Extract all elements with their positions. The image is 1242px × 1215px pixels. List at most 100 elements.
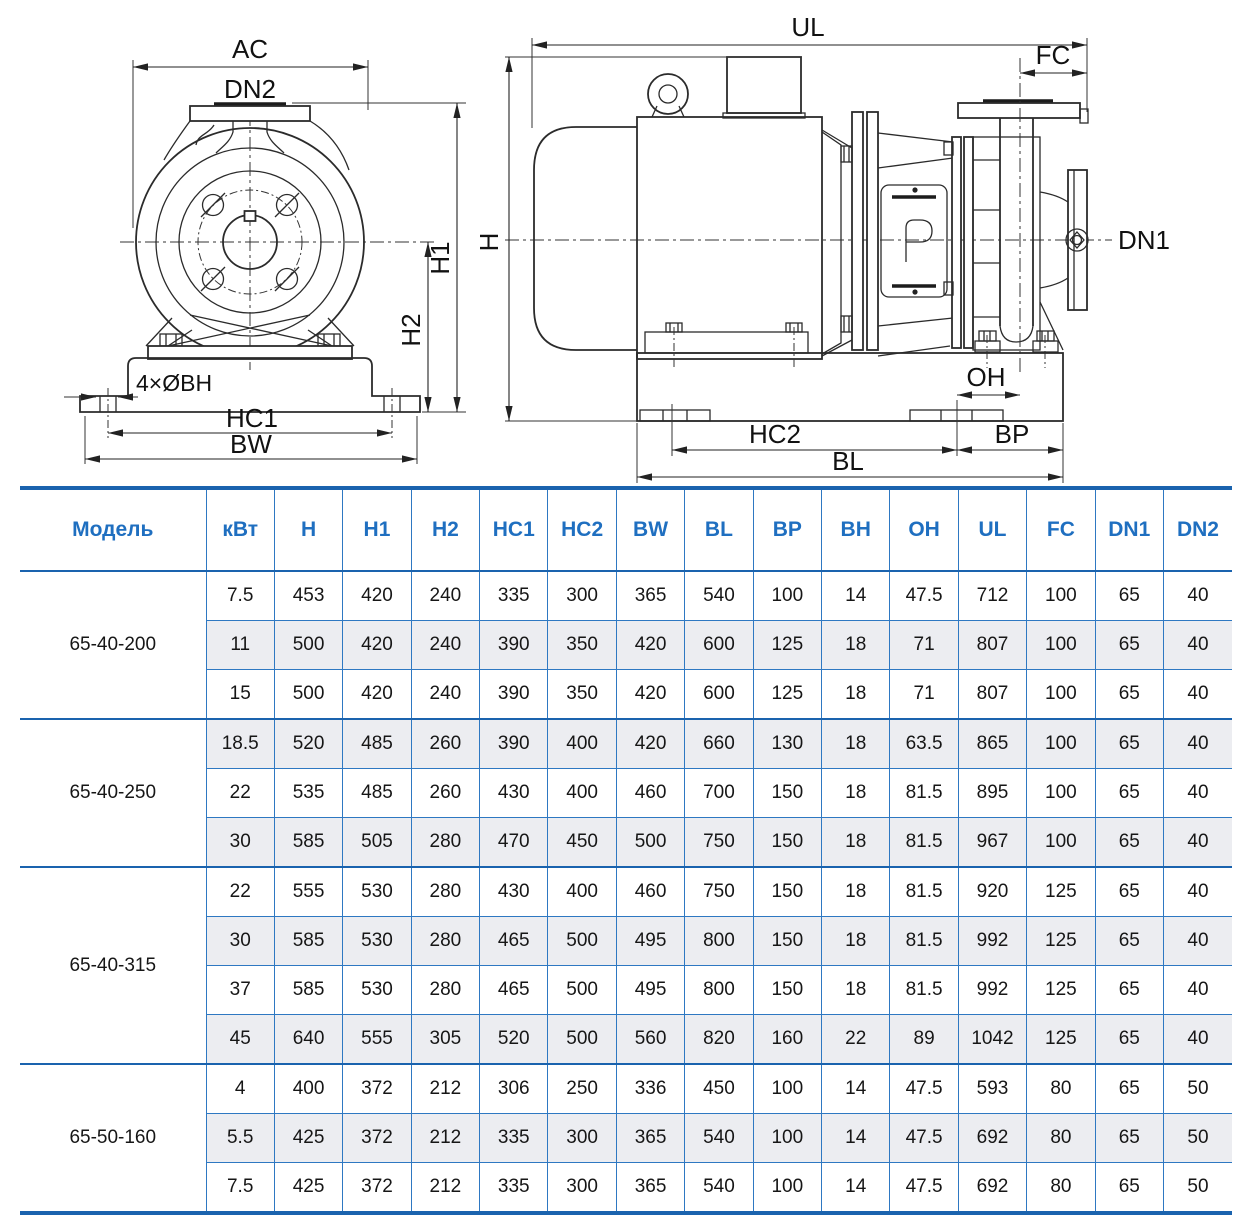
cell-bp: 150 [752, 867, 822, 917]
cell-bp: 150 [752, 768, 822, 818]
cell-dn2: 40 [1162, 1014, 1232, 1064]
cell-bh: 14 [821, 1064, 890, 1114]
cell-квт: 30 [205, 817, 275, 867]
cell-h2: 212 [410, 1113, 480, 1163]
cell-h2: 280 [410, 965, 480, 1015]
cell-dn2: 40 [1162, 817, 1232, 867]
col-header-bp: BP [752, 488, 822, 572]
cell-h1: 485 [342, 719, 412, 769]
cell-bh: 18 [821, 620, 890, 670]
cell-h: 425 [273, 1162, 343, 1213]
cell-bw: 365 [615, 571, 685, 621]
cell-ul: 1042 [957, 1014, 1027, 1064]
cell-bh: 18 [821, 965, 890, 1015]
cell-bh: 18 [821, 669, 890, 719]
cell-bw: 420 [615, 719, 685, 769]
cell-hc2: 250 [547, 1064, 617, 1114]
brand-logo [905, 219, 933, 262]
cell-bw: 365 [615, 1162, 685, 1213]
col-header-dn2: DN2 [1162, 488, 1232, 572]
cell-h: 640 [273, 1014, 343, 1064]
cell-fc: 125 [1026, 867, 1096, 917]
cell-hc1: 470 [479, 817, 548, 867]
cell-ul: 967 [957, 817, 1027, 867]
cell-bp: 150 [752, 817, 822, 867]
cell-dn1: 65 [1094, 1113, 1164, 1163]
cell-bp: 125 [752, 669, 822, 719]
cell-квт: 22 [205, 867, 275, 917]
cell-hc1: 430 [479, 768, 548, 818]
cell-dn2: 40 [1162, 768, 1232, 818]
col-header-fc: FC [1026, 488, 1096, 572]
dim-label-h2: H2 [396, 313, 426, 346]
cell-hc1: 335 [479, 571, 548, 621]
cell-bl: 600 [684, 620, 754, 670]
cell-hc2: 500 [547, 965, 617, 1015]
col-header-oh: OH [889, 488, 959, 572]
col-header-ul: UL [957, 488, 1027, 572]
dim-label-hc1: HC1 [226, 403, 278, 433]
pump-technical-drawing: AC DN2 4×ØBH HC1 BW H1 H2 DN1 [0, 0, 1242, 491]
cell-dn2: 40 [1162, 965, 1232, 1015]
cell-bh: 14 [821, 571, 890, 621]
cell-fc: 125 [1026, 1014, 1096, 1064]
cell-hc1: 430 [479, 867, 548, 917]
dim-label-h: H [474, 233, 504, 252]
cell-dn1: 65 [1094, 817, 1164, 867]
cell-h: 500 [273, 620, 343, 670]
col-header-bl: BL [684, 488, 754, 572]
cell-oh: 47.5 [889, 571, 959, 621]
cell-h1: 505 [342, 817, 412, 867]
cell-квт: 5.5 [205, 1113, 275, 1163]
cell-hc2: 400 [547, 768, 617, 818]
cell-fc: 100 [1026, 669, 1096, 719]
cell-oh: 63.5 [889, 719, 959, 769]
cell-oh: 71 [889, 669, 959, 719]
cell-h2: 305 [410, 1014, 480, 1064]
cell-hc1: 465 [479, 965, 548, 1015]
cell-hc2: 400 [547, 867, 617, 917]
cell-bl: 700 [684, 768, 754, 818]
cell-ul: 895 [957, 768, 1027, 818]
cell-ul: 992 [957, 916, 1027, 966]
cell-bp: 150 [752, 916, 822, 966]
cell-bw: 460 [615, 768, 685, 818]
cell-bh: 22 [821, 1014, 890, 1064]
cell-bw: 336 [615, 1064, 685, 1114]
cell-oh: 47.5 [889, 1064, 959, 1114]
model-name: 65-50-160 [20, 1064, 206, 1213]
cell-dn1: 65 [1094, 867, 1164, 917]
cell-hc2: 500 [547, 1014, 617, 1064]
cell-bl: 750 [684, 817, 754, 867]
dim-label-ac: AC [232, 34, 268, 64]
cell-ul: 692 [957, 1162, 1027, 1213]
cell-ul: 920 [957, 867, 1027, 917]
cell-dn1: 65 [1094, 916, 1164, 966]
col-header-h: H [273, 488, 343, 572]
cell-h2: 280 [410, 867, 480, 917]
cell-hc1: 520 [479, 1014, 548, 1064]
col-header-h1: H1 [342, 488, 412, 572]
col-header-bh: BH [821, 488, 890, 572]
cell-hc1: 306 [479, 1064, 548, 1114]
dim-label-bh: 4×ØBH [136, 370, 212, 396]
cell-h1: 420 [342, 620, 412, 670]
cell-bh: 14 [821, 1162, 890, 1213]
cell-h1: 372 [342, 1162, 412, 1213]
cell-bh: 18 [821, 817, 890, 867]
side-view: DN1 [474, 12, 1170, 483]
cell-dn2: 40 [1162, 867, 1232, 917]
cell-bl: 540 [684, 571, 754, 621]
front-view: AC DN2 4×ØBH HC1 BW H1 H2 [64, 34, 466, 464]
cell-bp: 100 [752, 1162, 822, 1213]
cell-bw: 420 [615, 669, 685, 719]
col-header-hc1: HC1 [479, 488, 548, 572]
cell-bl: 750 [684, 867, 754, 917]
cell-квт: 18.5 [205, 719, 275, 769]
cell-bh: 18 [821, 867, 890, 917]
